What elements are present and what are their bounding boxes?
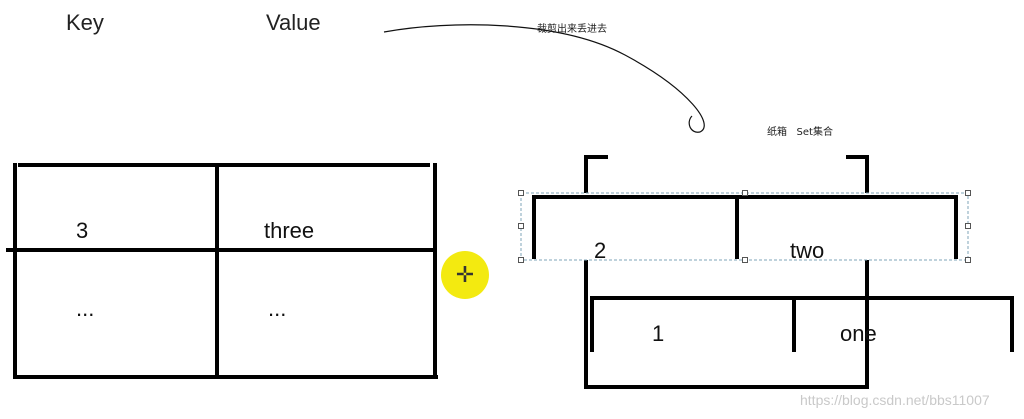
map-table-left-border <box>13 163 17 379</box>
map-table-bottom-line <box>14 375 438 379</box>
entry-key-cell: 2 <box>594 238 607 263</box>
entry-card-divider <box>792 296 796 352</box>
box-top-left-stem <box>584 155 588 193</box>
box-top-right-stem <box>865 155 869 193</box>
watermark: https://blog.csdn.net/bbs11007 <box>800 392 990 408</box>
entry-value-cell: one <box>840 321 877 346</box>
map-table-right-border <box>433 163 437 379</box>
map-table-top-line <box>18 163 430 167</box>
cut-note: 裁剪出来丢进去 <box>537 24 607 35</box>
box-top-left-bracket <box>584 155 608 159</box>
entry-card-top-line <box>532 195 958 199</box>
box-right-lower-stem <box>865 260 869 388</box>
crosshair-icon: ✛ <box>455 262 475 287</box>
entry-card-left-border <box>590 296 594 352</box>
entry-card-left-border <box>532 195 536 259</box>
map-table-row-divider <box>6 248 434 252</box>
map-key-cell: 3 <box>76 218 89 243</box>
box-note: 纸箱 Set集合 <box>767 127 833 138</box>
entry-card-right-border <box>954 195 958 259</box>
value-header: Value <box>266 10 321 35</box>
key-header: Key <box>66 10 104 35</box>
cursor-highlight: ✛ <box>441 251 489 299</box>
entry-card-top-line <box>590 296 1014 300</box>
box-left-lower-stem <box>584 260 588 388</box>
entry-key-cell: 1 <box>652 321 665 346</box>
map-table-column-divider <box>215 163 219 379</box>
box-top-right-bracket <box>846 155 868 159</box>
map-key-cell: ... <box>76 296 95 321</box>
entry-card-divider <box>735 195 739 259</box>
entry-card-right-border <box>1010 296 1014 352</box>
box-bottom-line <box>584 385 869 389</box>
map-value-cell: three <box>264 218 315 243</box>
entry-value-cell: two <box>790 238 825 263</box>
map-value-cell: ... <box>268 296 287 321</box>
